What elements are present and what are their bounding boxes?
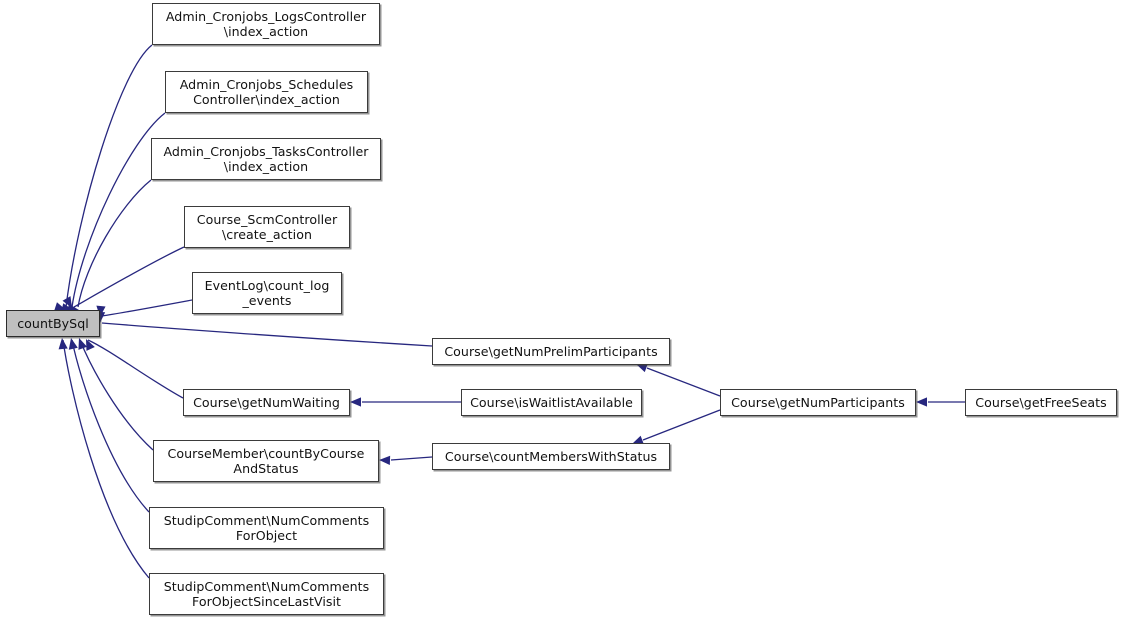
graph-edge-arrowhead [62, 296, 72, 308]
graph-node-course_getfreeseats[interactable]: Course\getFreeSeats [965, 389, 1117, 416]
graph-edge [65, 44, 153, 308]
graph-node-admin_cronjobs_tasks[interactable]: Admin_Cronjobs_TasksController \index_ac… [151, 138, 381, 180]
graph-node-countbysql[interactable]: countBySql [6, 310, 100, 337]
graph-edge-arrowhead [916, 397, 927, 407]
graph-node-admin_cronjobs_schedules[interactable]: Admin_Cronjobs_Schedules Controller\inde… [165, 71, 368, 113]
graph-node-course_getnumprelimparticipants[interactable]: Course\getNumPrelimParticipants [432, 338, 670, 365]
graph-edge [79, 339, 154, 451]
graph-node-course_iswaitlistavailable[interactable]: Course\isWaitlistAvailable [461, 389, 642, 416]
graph-edge-arrowhead [68, 338, 78, 350]
graph-edge [101, 299, 193, 317]
graph-edge-arrowhead [379, 455, 391, 465]
graph-edge-arrowhead [350, 397, 361, 407]
graph-edge [73, 246, 185, 308]
graph-node-course_scm_controller[interactable]: Course_ScmController \create_action [184, 206, 350, 248]
graph-edge [62, 339, 150, 579]
graph-node-coursemember_countbycourseandstatus[interactable]: CourseMember\countByCourse AndStatus [153, 440, 379, 482]
graph-edge-arrowhead [78, 338, 88, 350]
graph-edge [390, 456, 433, 461]
graph-node-studipcomment_numcommentsforobject[interactable]: StudipComment\NumComments ForObject [149, 507, 384, 549]
graph-edge-arrowhead [86, 339, 95, 351]
graph-edge [642, 409, 721, 441]
graph-edge-arrowhead [58, 338, 68, 350]
graph-edge [87, 339, 184, 399]
graph-edge [71, 339, 150, 513]
graph-edge [101, 322, 433, 347]
graph-node-course_countmemberswithstatus[interactable]: Course\countMembersWithStatus [432, 443, 670, 470]
graph-node-course_getnumwaiting[interactable]: Course\getNumWaiting [183, 389, 350, 416]
graph-node-admin_cronjobs_logs[interactable]: Admin_Cronjobs_LogsController \index_act… [152, 3, 380, 45]
graph-node-studipcomment_numcommentsforobjectsincelastvisit[interactable]: StudipComment\NumComments ForObjectSince… [149, 573, 384, 615]
graph-edge [77, 179, 152, 308]
graph-node-course_getnumparticipants[interactable]: Course\getNumParticipants [720, 389, 916, 416]
graph-node-eventlog_count_log_events[interactable]: EventLog\count_log _events [192, 272, 342, 314]
graph-edge [646, 367, 721, 397]
